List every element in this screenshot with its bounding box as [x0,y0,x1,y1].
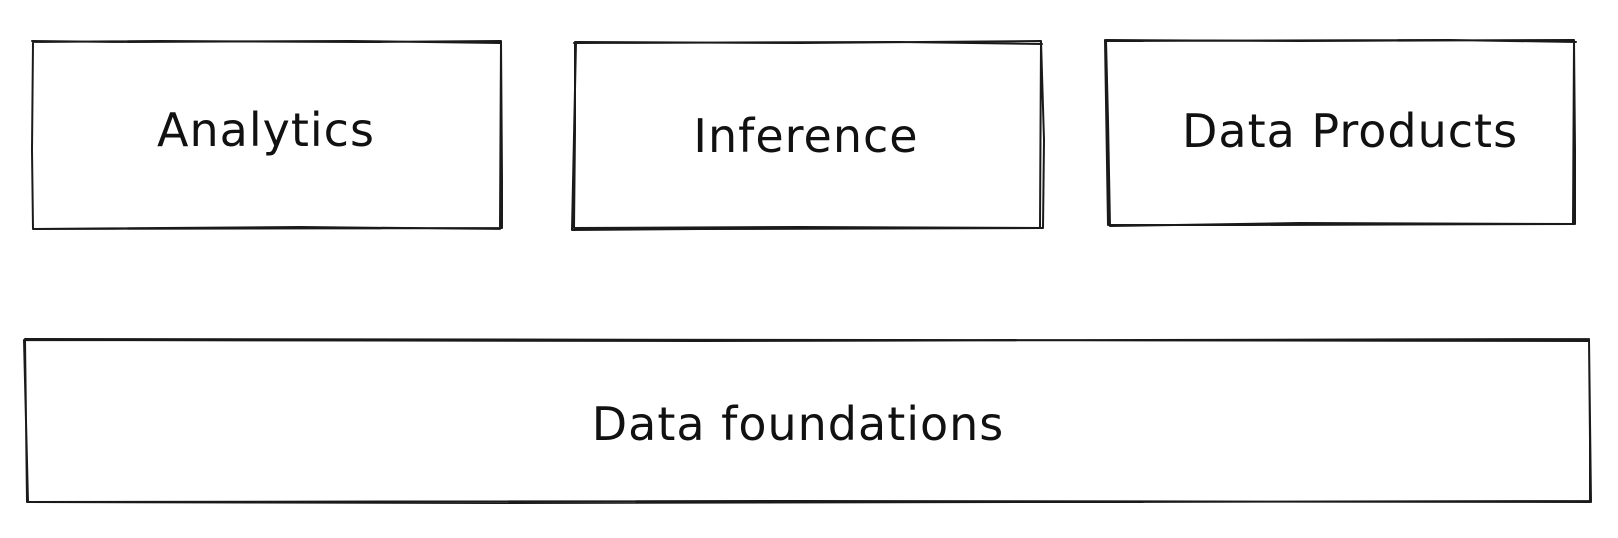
data-products-box-outline [1104,39,1577,227]
data-foundations-label: Data foundations [592,397,1005,451]
data-foundations-box-outline [23,338,1592,504]
data-products-label: Data Products [1182,104,1518,158]
analytics-box: Analytics [31,40,503,230]
inference-box-outline [571,40,1045,231]
data-foundations-box: Data foundations [23,338,1592,504]
analytics-box-outline [31,40,503,230]
inference-label: Inference [693,109,918,163]
data-products-box: Data Products [1104,39,1577,227]
inference-box: Inference [571,40,1045,231]
analytics-label: Analytics [157,103,375,157]
